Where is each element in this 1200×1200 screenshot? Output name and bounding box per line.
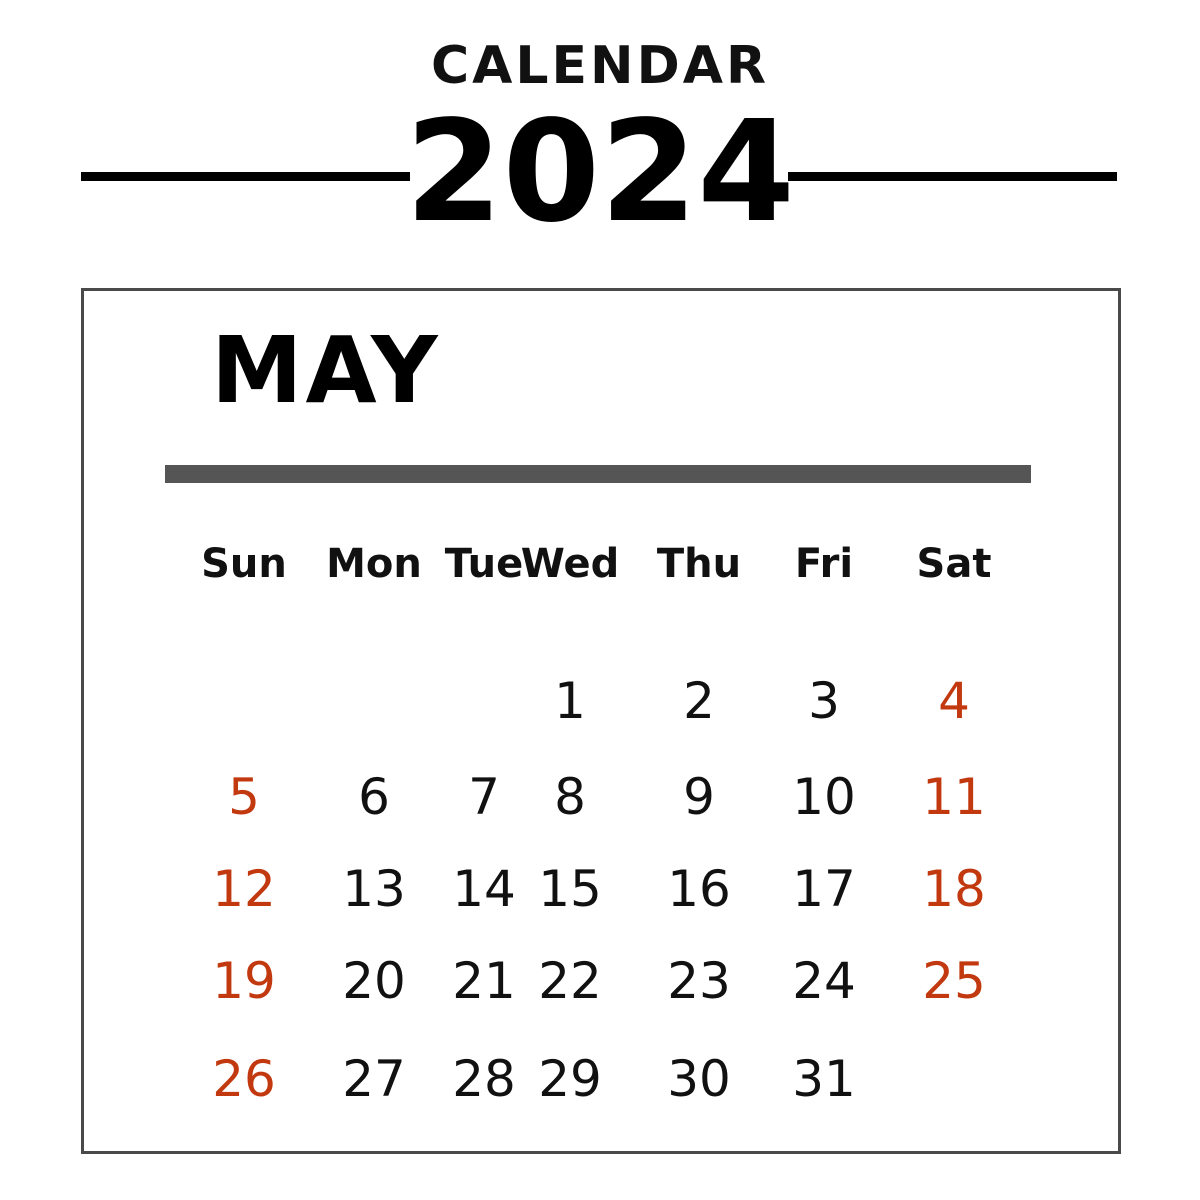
day-cell[interactable]: 31 (792, 1050, 856, 1108)
day-cell[interactable]: 18 (922, 860, 986, 918)
day-cell[interactable]: 25 (922, 952, 986, 1010)
weekday-sun: Sun (201, 541, 287, 587)
day-cell[interactable]: 28 (452, 1050, 516, 1108)
day-cell[interactable]: 21 (452, 952, 516, 1010)
day-cell[interactable]: 17 (792, 860, 856, 918)
day-cell[interactable]: 20 (342, 952, 406, 1010)
day-cell[interactable]: 14 (452, 860, 516, 918)
day-cell[interactable]: 15 (538, 860, 602, 918)
year-title: 2024 (405, 91, 795, 254)
month-underline (165, 465, 1031, 483)
day-cell[interactable]: 1 (554, 672, 586, 730)
weekday-thu: Thu (656, 541, 742, 587)
day-cell[interactable]: 30 (667, 1050, 731, 1108)
day-cell[interactable]: 10 (792, 768, 856, 826)
weekday-wed: Wed (520, 541, 620, 587)
day-cell[interactable]: 6 (358, 768, 390, 826)
day-cell[interactable]: 7 (468, 768, 500, 826)
day-cell[interactable]: 16 (667, 860, 731, 918)
day-cell[interactable]: 26 (212, 1050, 276, 1108)
left-divider (81, 172, 410, 181)
day-cell[interactable]: 24 (792, 952, 856, 1010)
day-cell[interactable]: 12 (212, 860, 276, 918)
day-cell[interactable]: 5 (228, 768, 260, 826)
month-name: MAY (211, 317, 441, 424)
weekday-mon: Mon (326, 541, 422, 587)
weekday-tue: Tue (444, 541, 524, 587)
day-cell[interactable]: 23 (667, 952, 731, 1010)
day-cell[interactable]: 4 (938, 672, 970, 730)
day-cell[interactable]: 11 (922, 768, 986, 826)
day-cell[interactable]: 29 (538, 1050, 602, 1108)
right-divider (788, 172, 1117, 181)
day-cell[interactable]: 13 (342, 860, 406, 918)
day-cell[interactable]: 19 (212, 952, 276, 1010)
day-cell[interactable]: 27 (342, 1050, 406, 1108)
weekday-fri: Fri (794, 541, 854, 587)
day-cell[interactable]: 8 (554, 768, 586, 826)
page-title: CALENDAR (430, 36, 770, 96)
weekday-sat: Sat (916, 541, 992, 587)
day-cell[interactable]: 3 (808, 672, 840, 730)
day-cell[interactable]: 2 (683, 672, 715, 730)
day-cell[interactable]: 9 (683, 768, 715, 826)
day-cell[interactable]: 22 (538, 952, 602, 1010)
